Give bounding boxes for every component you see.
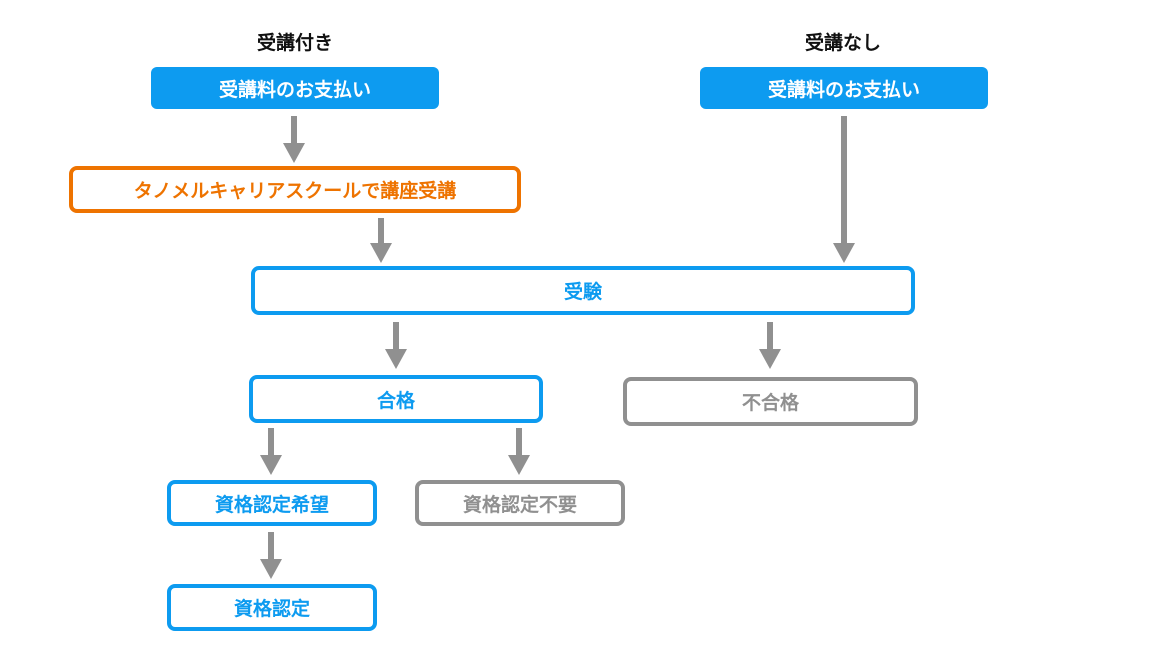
- arrow-exam-to-fail: [759, 322, 781, 369]
- node-cert-desired: 資格認定希望: [167, 480, 377, 526]
- heading-with-course: 受講付き: [256, 32, 333, 54]
- node-fail: 不合格: [623, 377, 918, 426]
- arrow-pay-nocourse-to-exam: [833, 116, 855, 263]
- node-cert-not-needed: 資格認定不要: [415, 480, 625, 526]
- node-pay-without-course: 受講料のお支払い: [700, 67, 988, 109]
- node-pass: 合格: [249, 375, 543, 423]
- heading-without-course: 受講なし: [804, 32, 881, 54]
- node-pay-with-course: 受講料のお支払い: [151, 67, 439, 109]
- arrow-pass-to-cert-not-needed: [508, 428, 530, 475]
- arrow-course-to-exam: [370, 218, 392, 263]
- arrow-cert-desired-to-certified: [260, 532, 282, 579]
- node-attend-course: タノメルキャリアスクールで講座受講: [69, 166, 521, 213]
- node-certified: 資格認定: [167, 584, 377, 631]
- arrow-exam-to-pass: [385, 322, 407, 369]
- arrow-pay-to-course: [283, 116, 305, 163]
- arrow-pass-to-cert-desired: [260, 428, 282, 475]
- node-exam: 受験: [251, 266, 915, 315]
